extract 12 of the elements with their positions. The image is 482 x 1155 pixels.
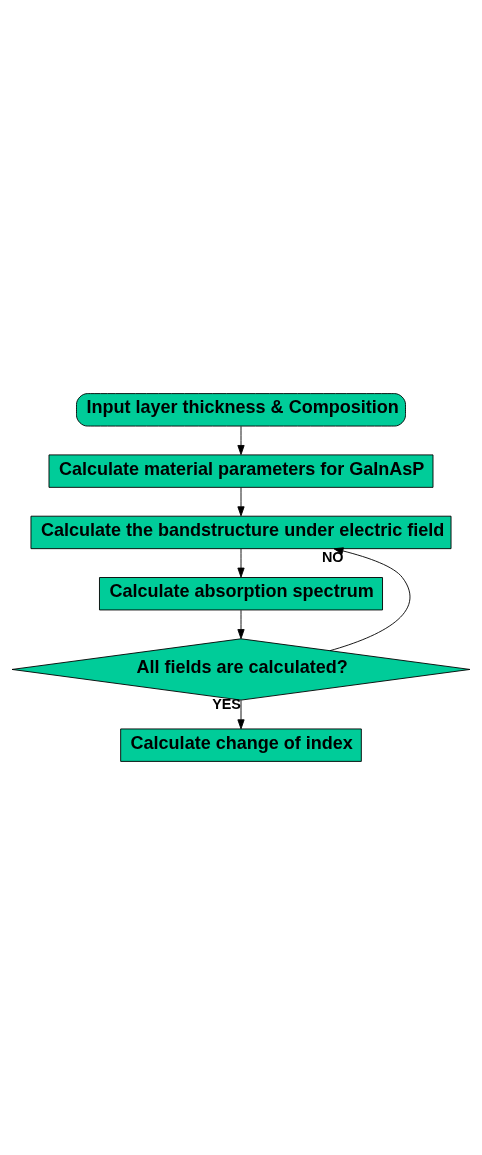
node-box: Calculate change of index	[120, 728, 362, 762]
node-box: Calculate the bandstructure under electric field	[30, 515, 452, 550]
arrow	[237, 487, 245, 517]
arrow	[329, 547, 411, 652]
arrow	[237, 609, 245, 639]
arrow	[237, 699, 245, 730]
node-box: Calculate material parameters for GaInAsP	[48, 454, 434, 488]
node-box: Calculate absorption spectrum	[99, 577, 383, 611]
arrow	[237, 425, 245, 455]
node-box: Input layer thickness & Composition	[76, 393, 406, 427]
arrow	[237, 548, 245, 578]
edge-label: NO	[321, 548, 344, 565]
